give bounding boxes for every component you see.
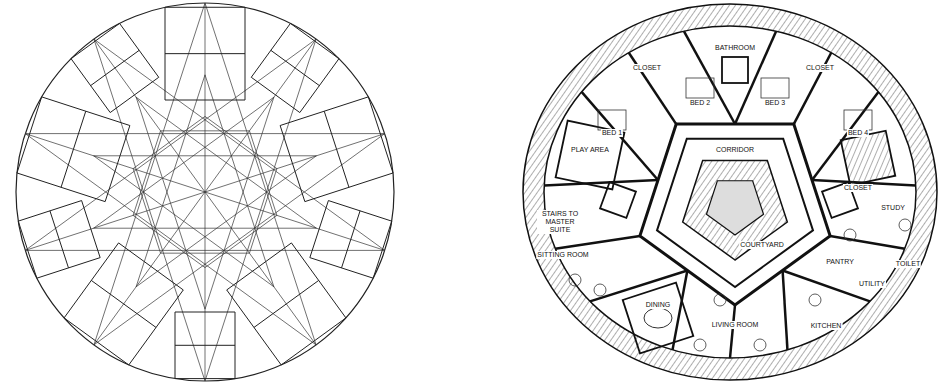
construction-line: [249, 131, 276, 216]
corridor-wall: [657, 139, 813, 287]
construction-rectangle: [310, 201, 392, 279]
room-feature: [600, 182, 636, 218]
construction-line: [25, 133, 385, 134]
construction-rectangle: [165, 7, 245, 100]
construction-line: [205, 192, 206, 381]
wall: [830, 236, 905, 249]
wall: [582, 92, 658, 180]
room-label: BED 3: [764, 99, 786, 107]
room-label: LIVING ROOM: [711, 321, 760, 329]
construction-line: [94, 155, 317, 156]
construction-rectangle: [18, 201, 100, 279]
wall: [730, 305, 735, 358]
furniture: [594, 284, 606, 296]
room-feature: [623, 283, 694, 354]
room-label: BED 1: [601, 129, 623, 137]
furniture: [844, 229, 856, 241]
room-label: UTILITY: [858, 280, 886, 288]
room-label: COURTYARD: [739, 241, 785, 249]
room-label: PLAY AREA: [570, 146, 610, 154]
construction-rectangle: [17, 97, 130, 202]
bed: [761, 78, 789, 98]
construction-line: [161, 130, 250, 131]
bed: [598, 110, 626, 130]
construction-line: [205, 3, 206, 192]
construction-line: [136, 156, 316, 287]
floor-plan: [523, 4, 937, 380]
room-feature: [556, 121, 625, 190]
construction-line: [94, 192, 205, 345]
construction-line: [94, 39, 205, 192]
construction-line: [94, 156, 274, 287]
room-label: PANTRY: [825, 258, 855, 266]
room-label: BATHROOM: [714, 44, 756, 52]
bed: [686, 78, 714, 98]
construction-rectangle: [251, 23, 339, 112]
construction-rectangle: [227, 243, 346, 365]
geometric-construction: [16, 3, 394, 381]
construction-line: [133, 131, 160, 216]
furniture: [809, 294, 821, 306]
construction-rectangle: [64, 243, 183, 365]
construction-line: [205, 215, 277, 267]
wall: [590, 271, 687, 302]
room-label: DINING: [645, 301, 672, 309]
construction-line: [205, 192, 385, 250]
room-label: CLOSET: [632, 64, 662, 72]
construction-line: [205, 39, 316, 192]
dining-table: [644, 308, 672, 328]
construction-line: [136, 75, 205, 287]
room-label: KITCHEN: [810, 322, 843, 330]
furniture: [694, 339, 706, 351]
fountain: [706, 181, 763, 235]
furniture: [899, 219, 911, 231]
room-label: SITTING ROOM: [536, 251, 589, 259]
construction-line: [205, 134, 385, 192]
room-label: CLOSET: [805, 64, 835, 72]
wall: [555, 236, 640, 249]
construction-line: [133, 215, 205, 267]
room-label: CLOSET: [843, 184, 873, 192]
room-feature: [722, 57, 748, 83]
room-feature: [841, 131, 896, 186]
construction-rectangle: [175, 312, 235, 379]
room-label: STAIRS TO MASTER SUITE: [537, 210, 583, 234]
room-label: STUDY: [880, 204, 906, 212]
wall: [783, 271, 788, 350]
construction-line: [25, 134, 205, 192]
wall: [544, 180, 658, 186]
courtyard: [683, 161, 788, 260]
wall: [783, 271, 870, 302]
room-label: CORRIDOR: [715, 146, 755, 154]
construction-line: [25, 250, 385, 251]
furniture: [754, 339, 766, 351]
construction-rectangle: [280, 97, 393, 202]
construction-line: [25, 192, 205, 250]
furniture: [569, 274, 581, 286]
furniture: [714, 294, 726, 306]
bed: [844, 110, 872, 130]
garden-ring: [523, 4, 937, 380]
construction-line: [205, 192, 316, 345]
construction-rectangle: [71, 23, 159, 112]
circle: [16, 3, 394, 381]
room-label: TOILET: [895, 260, 921, 268]
construction-line: [205, 75, 274, 287]
wall: [629, 53, 676, 124]
room-label: BED 2: [689, 99, 711, 107]
room-label: BED 4: [847, 129, 869, 137]
